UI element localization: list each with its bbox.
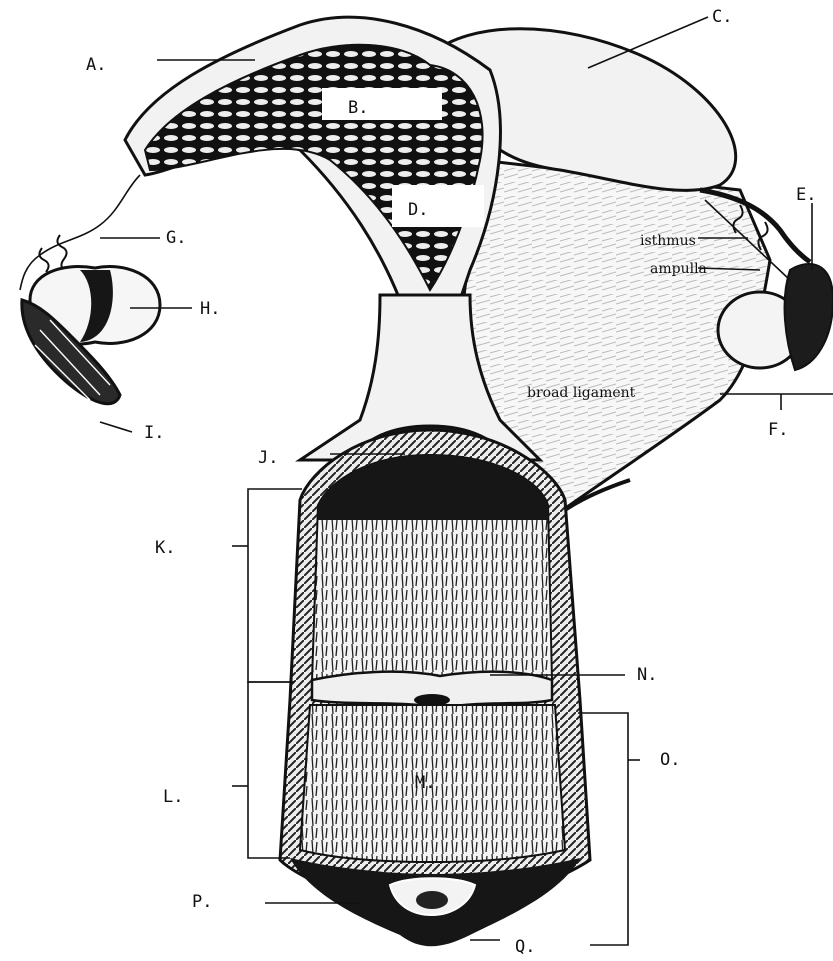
label-f: F. xyxy=(768,420,788,440)
label-m: M. xyxy=(415,773,435,793)
label-e: E. xyxy=(796,185,816,205)
label-p: P. xyxy=(192,892,212,912)
label-i: I. xyxy=(144,423,164,443)
label-k: K. xyxy=(155,538,175,558)
annotation-broad-ligament: broad ligament xyxy=(527,385,636,401)
label-n: N. xyxy=(637,665,657,685)
label-j: J. xyxy=(258,448,278,468)
urethral-meatus xyxy=(416,891,448,909)
label-l: L. xyxy=(163,787,183,807)
label-h: H. xyxy=(200,299,220,319)
label-a: A. xyxy=(86,55,106,75)
fimbriae-right xyxy=(785,264,833,370)
annotation-isthmus: isthmus xyxy=(640,233,696,249)
label-mask-d xyxy=(392,185,484,227)
label-o: O. xyxy=(660,750,680,770)
label-d: D. xyxy=(408,200,428,220)
label-mask-b xyxy=(322,88,442,120)
annotation-ampulla: ampulla xyxy=(650,261,707,277)
label-g: G. xyxy=(166,228,186,248)
label-q: Q. xyxy=(515,937,535,957)
label-c: C. xyxy=(712,7,732,27)
label-b: B. xyxy=(348,98,368,118)
